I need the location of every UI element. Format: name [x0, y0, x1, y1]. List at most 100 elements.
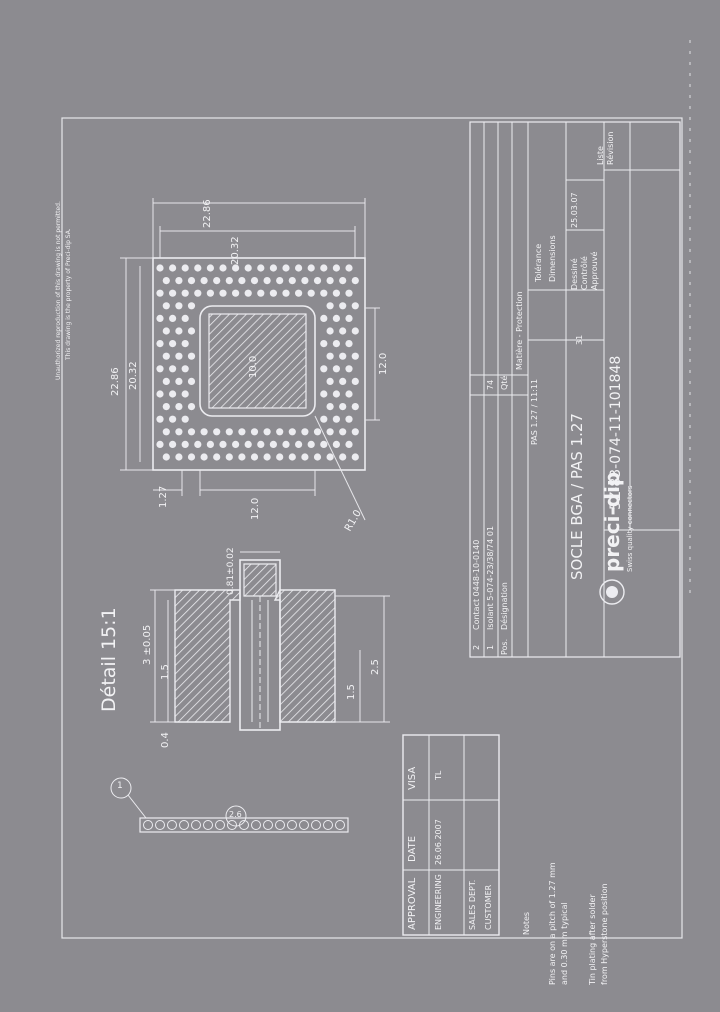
- solder-ball: [320, 289, 328, 297]
- dim-overall-w: 22.86: [202, 199, 213, 228]
- solder-ball: [213, 453, 221, 461]
- solder-ball: [181, 365, 189, 373]
- approval-table-frame: [402, 734, 500, 936]
- solder-ball: [326, 403, 334, 411]
- solder-ball: [295, 264, 303, 272]
- pos-header: Pos.: [500, 638, 509, 655]
- solder-ball: [162, 352, 170, 360]
- designation-header: Désignation: [500, 582, 509, 630]
- notice-line-2: This drawing is the property of Preci-di…: [65, 228, 72, 360]
- solder-ball: [244, 289, 252, 297]
- solder-ball: [181, 440, 189, 448]
- solder-ball: [345, 264, 353, 272]
- solder-ball: [339, 352, 347, 360]
- solder-ball: [169, 314, 177, 322]
- solder-ball: [219, 440, 227, 448]
- solder-ball: [320, 365, 328, 373]
- side-pin: [179, 820, 189, 830]
- solder-ball: [232, 440, 240, 448]
- solder-ball: [169, 390, 177, 398]
- solder-ball: [263, 453, 271, 461]
- solder-ball: [351, 428, 359, 436]
- solder-ball: [200, 277, 208, 285]
- callout-1: 1: [117, 781, 123, 791]
- tolerance-label: Tolérance: [534, 243, 543, 282]
- solder-ball: [332, 440, 340, 448]
- note-1: Pins are on a pitch of 1.27 mm: [548, 862, 557, 985]
- side-pin: [155, 820, 165, 830]
- solder-ball: [345, 365, 353, 373]
- approval-engineering-date: 26.06.2007: [434, 819, 443, 865]
- solder-ball: [339, 403, 347, 411]
- visa-header: VISA: [407, 766, 418, 790]
- solder-ball: [156, 340, 164, 348]
- solder-ball: [225, 428, 233, 436]
- solder-ball: [307, 289, 315, 297]
- solder-ball: [187, 352, 196, 360]
- solder-ball: [345, 440, 353, 448]
- side-pin: [299, 820, 309, 830]
- notes-title: Notes: [522, 911, 531, 935]
- side-pin: [143, 820, 153, 830]
- solder-ball: [320, 264, 328, 272]
- solder-ball: [345, 289, 353, 297]
- solder-ball: [257, 289, 265, 297]
- solder-ball: [219, 264, 227, 272]
- solder-ball: [332, 289, 340, 297]
- cavity-hatch: [208, 313, 307, 409]
- solder-ball: [282, 440, 290, 448]
- solder-ball: [339, 428, 347, 436]
- side-pin: [203, 820, 213, 830]
- dim-pad-w: 12.0: [250, 497, 261, 520]
- solder-ball: [332, 415, 340, 423]
- solder-ball: [320, 340, 328, 348]
- solder-ball: [339, 277, 347, 285]
- solder-ball: [332, 314, 340, 322]
- solder-ball: [307, 264, 315, 272]
- solder-ball: [351, 403, 359, 411]
- row2-designation: Contact 0448-10-0140: [472, 539, 481, 630]
- solder-ball: [175, 352, 183, 360]
- solder-ball: [345, 314, 353, 322]
- solder-ball: [301, 453, 309, 461]
- dim-edge: 1.27: [158, 485, 169, 508]
- solder-ball: [320, 314, 328, 322]
- solder-ball: [332, 264, 340, 272]
- side-pin: [167, 820, 177, 830]
- dimensions-label: Dimensions: [548, 235, 557, 282]
- solder-ball: [162, 277, 170, 285]
- solder-ball: [351, 327, 359, 335]
- solder-ball: [238, 428, 246, 436]
- solder-ball: [232, 264, 240, 272]
- qty-header: Qté: [500, 375, 509, 390]
- side-pin: [263, 820, 273, 830]
- solder-ball: [187, 453, 196, 461]
- solder-ball: [339, 377, 347, 385]
- solder-ball: [175, 428, 183, 436]
- solder-ball: [345, 415, 353, 423]
- solder-ball: [156, 440, 164, 448]
- side-pin: [251, 820, 261, 830]
- solder-ball: [181, 340, 189, 348]
- solder-ball: [288, 277, 296, 285]
- approval-engineering: ENGINEERING: [434, 874, 443, 930]
- solder-ball: [175, 277, 183, 285]
- solder-ball: [257, 264, 265, 272]
- note-2b: from Hyperstone position: [600, 883, 609, 985]
- side-pin: [335, 820, 345, 830]
- solder-ball: [288, 453, 296, 461]
- solder-ball: [276, 277, 284, 285]
- solder-ball: [162, 403, 170, 411]
- solder-ball: [320, 440, 328, 448]
- solder-ball: [250, 453, 259, 461]
- row1-pos: 1: [486, 644, 495, 650]
- solder-ball: [332, 340, 340, 348]
- side-pin: [215, 820, 225, 830]
- solder-ball: [269, 264, 277, 272]
- side-pin: [323, 820, 333, 830]
- approval-customer: CUSTOMER: [484, 884, 493, 930]
- solder-ball: [213, 277, 221, 285]
- solder-ball: [351, 277, 359, 285]
- side-pin: [287, 820, 297, 830]
- solder-ball: [313, 277, 322, 285]
